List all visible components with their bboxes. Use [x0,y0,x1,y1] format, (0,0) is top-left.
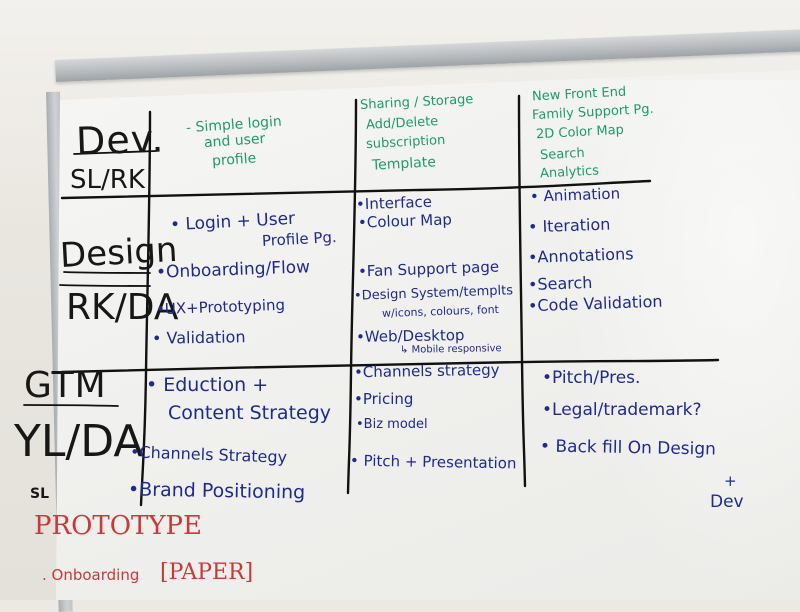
gtm-col2-line1: •Channels strategy [353,360,500,382]
dev-col3-line4: Search [539,145,586,164]
gtm-col1-line1: • Eduction + [146,374,269,396]
grid-line-dev-design [60,179,652,200]
prototype-item-tag: [PAPER] [160,560,254,585]
design-col1-line5: • Validation [151,327,246,348]
gtm-col3-line3: • Back fill On Design [539,436,717,460]
dev-col2-line4: Template [371,154,437,174]
row-owners-gtm: YL/DA [14,416,144,467]
gtm-col3-line5: Dev [710,492,744,512]
row-extra-gtm: SL [30,486,50,502]
grid-line-col-c [517,94,527,488]
dev-col1-line3: profile [211,150,257,170]
underline-gtm [23,404,119,407]
prototype-item: . Onboarding [42,566,140,584]
design-col3-line2: • Iteration [527,214,611,237]
gtm-col2-line4: • Pitch + Presentation [349,451,517,473]
design-col3-line1: • Animation [529,184,621,206]
grid-line-col-b [346,98,358,495]
design-col3-line3: •Annotations [527,244,634,267]
gtm-col2-line3: •Biz model [356,417,428,432]
grid-line-col-a [139,110,152,507]
design-col2-line6: •Web/Desktop [355,326,465,346]
gtm-col3-line2: •Legal/trademark? [542,400,702,420]
underline-design-2 [59,284,151,287]
grid-line-design-gtm [60,358,720,374]
row-title-gtm: GTM [24,365,107,406]
underline-design-1 [63,271,151,274]
prototype-title: PROTOTYPE [34,511,203,541]
design-col3-line4: •Search [527,272,593,295]
design-col2-line7: ↳ Mobile responsive [399,343,502,356]
design-col3-line5: •Code Validation [527,291,663,316]
light-reflection [560,80,800,600]
gtm-col3-line1: •Pitch/Pres. [542,368,641,388]
underline-dev [73,150,157,155]
dev-col2-line2: Add/Delete [365,114,439,133]
dev-col2-line3: subscription [365,132,446,153]
design-col2-line1: •Interface [355,192,433,214]
dev-col1-line2: and user [203,130,266,152]
dev-col3-line5: Analytics [539,163,600,182]
design-col2-line2: •Colour Map [357,210,453,232]
row-owners-dev: SL/RK [70,165,145,195]
row-title-dev: Dev. [75,116,166,164]
design-col1-line4: •UX+Prototyping [155,295,286,319]
design-col1-line2: Profile Pg. [261,228,338,250]
gtm-col1-line4: •Brand Positioning [127,478,306,504]
row-owners-design: RK/DA [66,287,179,328]
gtm-col3-line4: + [724,472,737,490]
gtm-col1-line2: Content Strategy [168,402,332,424]
gtm-col2-line2: •Pricing [354,390,414,408]
